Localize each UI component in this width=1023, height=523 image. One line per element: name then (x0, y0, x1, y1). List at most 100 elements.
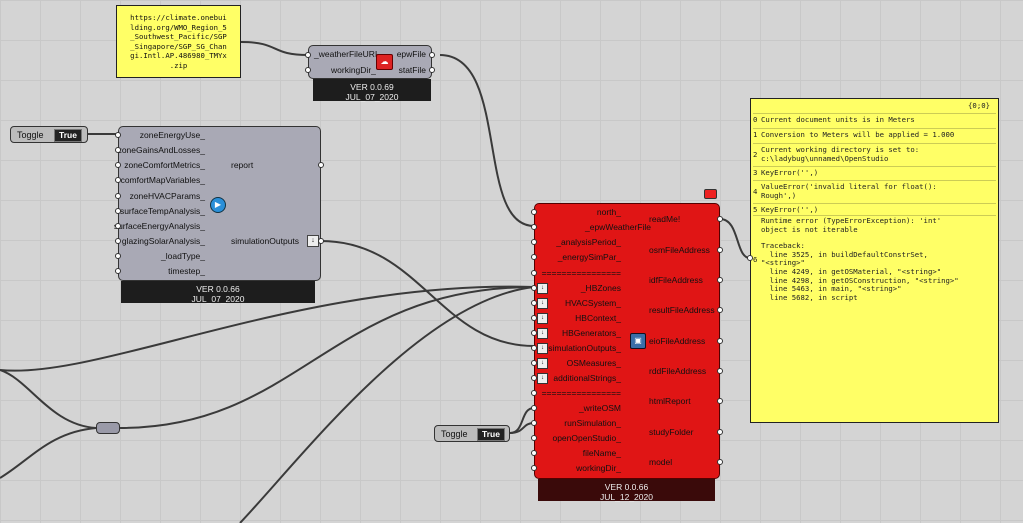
output-resultfileaddress[interactable]: resultFileAddress (649, 305, 715, 315)
port-dot[interactable] (318, 162, 324, 168)
port-dot[interactable] (531, 375, 537, 381)
input-port[interactable]: north_ (596, 207, 621, 217)
input-port[interactable]: openOpenStudio_ (552, 433, 621, 443)
input-port[interactable]: timestep_ (168, 266, 205, 276)
port-dot[interactable] (531, 300, 537, 306)
port-dot[interactable] (115, 193, 121, 199)
input-port[interactable]: zoneGainsAndLosses_ (117, 145, 205, 155)
port-dot[interactable] (531, 465, 537, 471)
port-dot[interactable] (717, 277, 723, 283)
port-dot[interactable] (531, 420, 537, 426)
input-port[interactable]: additionalStrings_ (553, 373, 621, 383)
boolean-toggle-top[interactable]: Toggle True (10, 126, 88, 143)
port-dot[interactable] (115, 177, 121, 183)
output-simulationoutputs[interactable]: simulationOutputs (231, 236, 300, 246)
input-port[interactable]: _writeOSM (578, 403, 621, 413)
input-port[interactable]: glazingSolarAnalysis_ (121, 236, 205, 246)
input-workingdir[interactable]: workingDir_ (331, 65, 376, 75)
port-dot[interactable] (531, 239, 537, 245)
input-port[interactable]: OSMeasures_ (566, 358, 621, 368)
port-dot[interactable] (717, 429, 723, 435)
port-dot[interactable] (717, 307, 723, 313)
input-port[interactable]: _energySimPar_ (557, 252, 621, 262)
port-dot[interactable] (747, 255, 753, 261)
output-rddfileaddress[interactable]: rddFileAddress (649, 366, 707, 376)
output-htmlreport[interactable]: htmlReport (649, 396, 691, 406)
port-dot[interactable] (531, 315, 537, 321)
port-dot[interactable] (531, 390, 537, 396)
input-port[interactable]: surfaceTempAnalysis_ (119, 206, 205, 216)
port-dot[interactable] (429, 52, 435, 58)
relay-node[interactable] (96, 422, 120, 434)
download-weather-component[interactable]: _weatherFileURL workingDir_ epwFile stat… (308, 45, 432, 79)
boolean-toggle-bottom[interactable]: Toggle True (434, 425, 510, 442)
output-model[interactable]: model (649, 457, 673, 467)
input-port[interactable]: workingDir_ (576, 463, 621, 473)
port-dot[interactable] (717, 216, 723, 222)
port-dot[interactable] (115, 268, 121, 274)
url-line: gi.Intl.AP.486980_TMYx (130, 51, 227, 60)
export-to-openstudio-component[interactable]: north_ _epwWeatherFile _analysisPeriod_ … (534, 203, 720, 479)
port-dot[interactable] (305, 67, 311, 73)
port-dot[interactable] (429, 67, 435, 73)
port-dot[interactable] (531, 209, 537, 215)
output-statfile[interactable]: statFile (398, 65, 426, 75)
port-dot[interactable] (115, 223, 121, 229)
port-dot[interactable] (531, 270, 537, 276)
port-dot[interactable] (531, 405, 537, 411)
output-studyfolder[interactable]: studyFolder (649, 427, 694, 437)
port-dot[interactable] (531, 360, 537, 366)
input-port[interactable]: zoneComfortMetrics_ (124, 160, 205, 170)
input-port[interactable]: HBGenerators_ (561, 328, 621, 338)
port-dot[interactable] (115, 147, 121, 153)
port-dot[interactable] (717, 247, 723, 253)
input-port[interactable]: surfaceEnergyAnalysis_ (113, 221, 205, 231)
port-dot[interactable] (717, 459, 723, 465)
toggle-value[interactable]: True (54, 129, 82, 142)
port-dot[interactable] (531, 285, 537, 291)
url-panel[interactable]: https://climate.onebui lding.org/WMO_Reg… (116, 5, 241, 78)
port-dot[interactable] (531, 450, 537, 456)
panel-entry: 6 Runtime error (TypeErrorException): 'i… (753, 215, 996, 303)
port-dot[interactable] (531, 224, 537, 230)
output-idffileaddress[interactable]: idfFileAddress (649, 275, 703, 285)
readme-output-panel[interactable]: {0;0} 0 Current document units is in Met… (750, 98, 999, 423)
output-osmfileaddress[interactable]: osmFileAddress (649, 245, 710, 255)
simulation-outputs-component[interactable]: zoneEnergyUse_ zoneGainsAndLosses_ zoneC… (114, 126, 321, 281)
port-dot[interactable] (717, 368, 723, 374)
input-port[interactable]: zoneEnergyUse_ (139, 130, 205, 140)
input-port[interactable]: _HBZones (580, 283, 621, 293)
port-dot[interactable] (531, 330, 537, 336)
input-port[interactable]: _analysisPeriod_ (556, 237, 621, 247)
input-port[interactable]: simulationOutputs_ (548, 343, 621, 353)
toggle-value[interactable]: True (477, 428, 505, 441)
port-dot[interactable] (717, 398, 723, 404)
input-weatherfileurl[interactable]: _weatherFileURL (314, 49, 380, 59)
input-port[interactable]: _loadType_ (161, 251, 205, 261)
port-dot[interactable] (318, 238, 324, 244)
port-dot[interactable] (531, 254, 537, 260)
input-port[interactable]: runSimulation_ (564, 418, 621, 428)
input-port[interactable]: fileName_ (582, 448, 621, 458)
port-dot[interactable] (717, 338, 723, 344)
port-dot[interactable] (115, 253, 121, 259)
port-dot[interactable] (531, 435, 537, 441)
output-readme[interactable]: readMe! (649, 214, 681, 224)
output-epwfile[interactable]: epwFile (396, 49, 426, 59)
entry-index: 0 (753, 115, 758, 124)
output-eiofileaddress[interactable]: eioFileAddress (649, 336, 706, 346)
input-port[interactable]: HVACSystem_ (564, 298, 621, 308)
port-dot[interactable] (115, 208, 121, 214)
url-line: .zip (169, 60, 188, 70)
output-report[interactable]: report (231, 160, 254, 170)
entry-line: Rough',) (761, 191, 797, 200)
input-port[interactable]: HBContext_ (575, 313, 621, 323)
port-dot[interactable] (115, 162, 121, 168)
input-port[interactable]: comfortMapVariables_ (120, 175, 205, 185)
input-port[interactable]: _epwWeatherFile (585, 222, 651, 232)
port-dot[interactable] (115, 132, 121, 138)
input-port[interactable]: zoneHVACParams_ (129, 191, 205, 201)
port-dot[interactable] (305, 52, 311, 58)
port-dot[interactable] (115, 238, 121, 244)
port-dot[interactable] (531, 345, 537, 351)
